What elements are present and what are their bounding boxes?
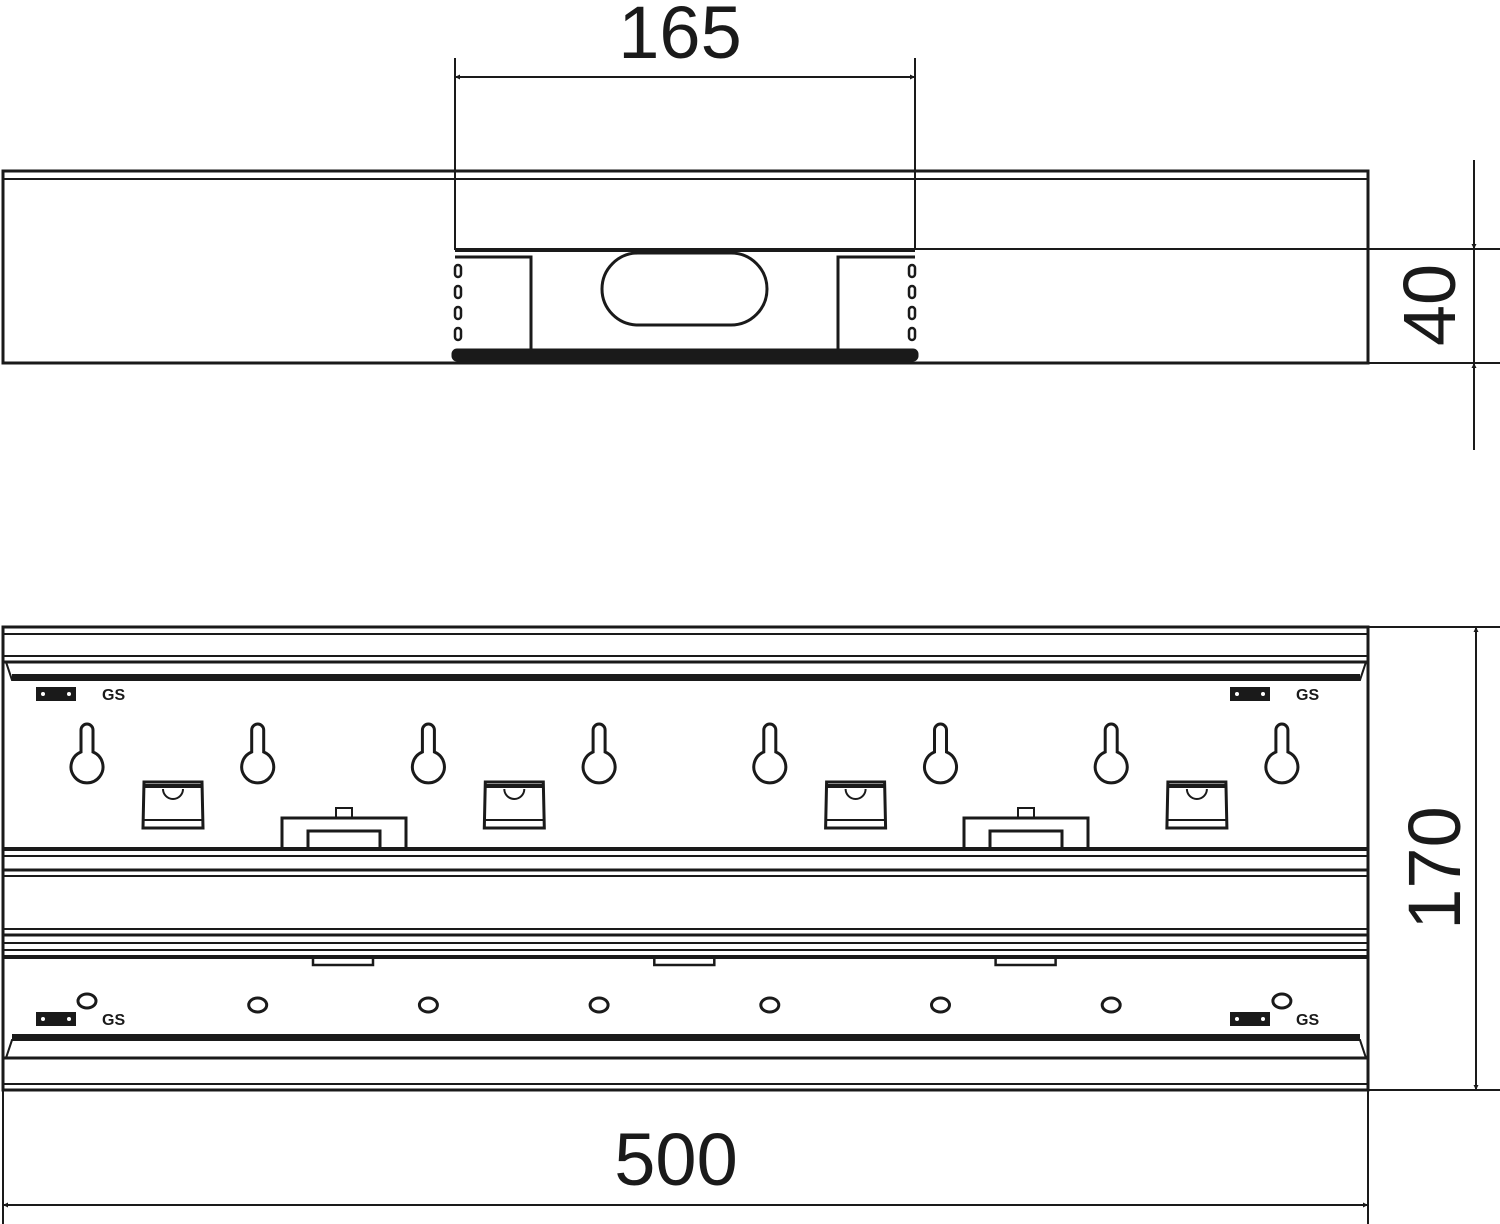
marking-plate <box>1230 687 1270 701</box>
latch <box>962 816 1090 849</box>
marking-plate-hole <box>41 692 45 696</box>
dimension-label-170: 170 <box>1393 806 1476 929</box>
marking-plate <box>1230 1012 1270 1026</box>
duct-outline <box>1 169 1370 365</box>
dimension-label-500: 500 <box>614 1118 737 1201</box>
rail-slot <box>994 955 1057 967</box>
gs-marks: GS GS GS GS <box>36 687 1319 1029</box>
cable-clip <box>824 780 888 830</box>
rail-slot <box>653 955 716 967</box>
gs-mark: GS <box>1296 1012 1319 1029</box>
duct-front-outline <box>1 625 1370 1092</box>
top-view <box>1 169 1370 365</box>
insert-base <box>451 348 919 362</box>
dimension-500: 500 <box>2 1090 1369 1224</box>
keyhole-icon <box>752 722 788 785</box>
oval-cutout <box>600 251 769 327</box>
front-view: GS GS GS GS <box>1 625 1370 1092</box>
latch-tab <box>335 807 353 819</box>
keyhole-icon <box>240 722 276 785</box>
dimension-165: 165 <box>454 0 916 250</box>
keyhole-icon <box>1093 722 1129 785</box>
marking-plate-hole <box>67 1017 71 1021</box>
cable-clip-notch <box>503 788 526 800</box>
marking-plate <box>36 1012 76 1026</box>
dimension-170: 170 <box>1368 626 1500 1091</box>
perforation <box>453 263 463 279</box>
marking-plate-hole <box>41 1017 45 1021</box>
marking-plate-hole <box>1235 692 1239 696</box>
cable-clip-notch <box>162 788 184 800</box>
gs-mark: GS <box>102 687 125 704</box>
latch-tab <box>1017 807 1035 819</box>
latch <box>280 816 408 849</box>
gs-mark: GS <box>1296 687 1319 704</box>
mounting-hole <box>417 996 439 1014</box>
latch-slot <box>988 829 1064 851</box>
latch-slot <box>306 829 382 851</box>
insert-piece <box>451 248 919 362</box>
mounting-hole <box>247 996 269 1014</box>
cable-clip-notch <box>1185 788 1208 800</box>
mounting-hole <box>930 996 951 1014</box>
perforation <box>907 263 917 279</box>
center-rail <box>3 847 1368 959</box>
upper-lip <box>12 674 1360 681</box>
cable-clip <box>141 780 205 830</box>
dimension-label-165: 165 <box>618 0 741 74</box>
mounting-hole <box>759 996 781 1014</box>
lower-lip <box>12 1034 1360 1041</box>
keyhole-icon <box>581 722 617 785</box>
marking-plate-hole <box>67 692 71 696</box>
keyhole-icon <box>69 722 105 785</box>
keyhole-icon <box>1264 722 1300 785</box>
cable-clip <box>482 780 546 830</box>
mounting-hole <box>1100 996 1122 1014</box>
perforation <box>453 326 463 342</box>
keyhole-icon <box>923 722 958 785</box>
marking-plate <box>36 687 76 701</box>
marking-plate-hole <box>1261 1017 1265 1021</box>
perforation <box>907 305 917 321</box>
marking-plate-hole <box>1235 1017 1239 1021</box>
cable-clip <box>1165 780 1229 830</box>
keyhole-icon <box>410 722 446 785</box>
perforation <box>453 284 463 300</box>
mounting-features <box>69 722 1300 1014</box>
rail-slot <box>311 955 375 967</box>
mounting-hole <box>76 992 98 1010</box>
gs-mark: GS <box>102 1012 125 1029</box>
marking-plate-hole <box>1261 692 1265 696</box>
mounting-hole <box>1271 992 1293 1010</box>
perforation <box>453 305 463 321</box>
dimension-40: 40 <box>915 160 1500 450</box>
dimension-label-40: 40 <box>1388 264 1471 346</box>
cable-clip-notch <box>844 788 867 800</box>
perforation <box>907 284 917 300</box>
mounting-hole <box>588 996 610 1014</box>
perforation <box>907 326 917 342</box>
perforations <box>453 263 917 342</box>
